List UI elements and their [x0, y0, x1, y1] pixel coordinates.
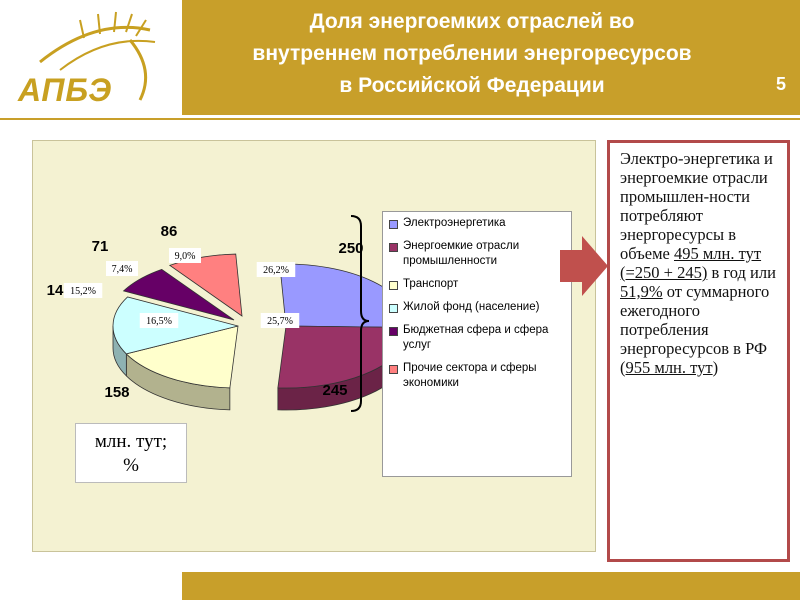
side-text-u2: 51,9%: [620, 282, 663, 301]
side-text-1: Электро-энергетика и энергоемкие отрасли…: [620, 149, 773, 263]
percent-label-bg-budget: [106, 261, 138, 276]
percent-label-bg-electro: [256, 262, 296, 277]
side-text-4: ): [712, 358, 719, 377]
legend-item-electro: Электроэнергетика: [389, 216, 565, 231]
legend-label-transport: Транспорт: [403, 278, 459, 290]
slide-number: 5: [775, 74, 786, 94]
percent-label-transport: 16,5%: [146, 316, 172, 327]
title-line-2: внутреннем потреблении энергоресурсов: [252, 42, 692, 65]
title-line-3: в Российской Федерации: [339, 74, 605, 97]
legend-item-other: Прочие сектора и сферы экономики: [389, 361, 565, 391]
logo-rays-icon: [39, 11, 156, 101]
legend-label-industry: Энергоемкие отрасли промышленности: [403, 240, 520, 267]
legend-label-budget: Бюджетная сфера и сфера услуг: [403, 324, 549, 351]
percent-label-bg-housing: [63, 283, 103, 298]
bracket-left-icon: [350, 215, 370, 412]
legend-label-housing: Жилой фонд (население): [403, 301, 540, 313]
legend-item-budget: Бюджетная сфера и сфера услуг: [389, 323, 565, 353]
percent-label-bg-industry: [260, 313, 300, 328]
value-label-electro: 250: [338, 240, 363, 257]
legend-swatch-industry: [389, 243, 398, 252]
side-text-u3: 955 млн. тут: [625, 358, 713, 377]
pie-slice-other: [168, 253, 243, 317]
legend-item-housing: Жилой фонд (население): [389, 300, 565, 315]
percent-label-bg-transport: [139, 313, 179, 328]
logo-text: АПБЭ: [18, 72, 113, 108]
legend-swatch-electro: [389, 220, 398, 229]
legend-swatch-budget: [389, 327, 398, 336]
units-line-2: %: [123, 455, 139, 476]
percent-label-industry: 25,7%: [267, 316, 293, 327]
percent-label-bg-other: [169, 248, 201, 263]
page-title: Доля энергоемких отраслей во внутреннем …: [182, 6, 762, 102]
legend-item-industry: Энергоемкие отрасли промышленности: [389, 239, 565, 269]
percent-label-other: 9,0%: [175, 251, 196, 262]
percent-label-electro: 26,2%: [263, 265, 289, 276]
pie-slice-budget: [122, 268, 235, 321]
value-label-transport: 158: [104, 384, 129, 401]
side-text-3: от суммарного ежегодного потребления эне…: [620, 282, 770, 377]
logo-area: АПБЭ: [0, 0, 182, 115]
title-line-1: Доля энергоемких отраслей во: [309, 10, 635, 33]
value-label-housing: 14: [47, 282, 64, 299]
legend-label-other: Прочие сектора и сферы экономики: [403, 362, 537, 389]
footer-bar: [182, 572, 800, 600]
units-box: млн. тут; %: [75, 423, 187, 483]
percent-label-budget: 7,4%: [112, 264, 133, 275]
side-text-u1: 495 млн. тут (=250 + 245): [620, 244, 762, 282]
percent-label-housing: 15,2%: [70, 286, 96, 297]
legend-swatch-transport: [389, 281, 398, 290]
value-label-other: 86: [161, 223, 178, 240]
header-bar: Доля энергоемких отраслей во внутреннем …: [182, 0, 800, 115]
units-line-1: млн. тут;: [94, 431, 168, 452]
chart-legend: Электроэнергетика Энергоемкие отрасли пр…: [382, 211, 572, 477]
legend-swatch-housing: [389, 304, 398, 313]
legend-swatch-other: [389, 365, 398, 374]
pie-slice-transport: [125, 325, 239, 389]
value-label-budget: 71: [92, 238, 109, 255]
side-text-panel: Электро-энергетика и энергоемкие отрасли…: [607, 140, 790, 562]
value-label-industry: 245: [322, 382, 347, 399]
arrow-right-icon: [560, 236, 608, 296]
header-rule: [0, 118, 800, 120]
chart-panel: 26,2% 25,7% 16,5% 15,2% 7,4% 9,0% 250 245 158 14 7…: [32, 140, 596, 552]
side-text-2: в год или: [707, 263, 776, 282]
legend-item-transport: Транспорт: [389, 277, 565, 292]
legend-label-electro: Электроэнергетика: [403, 217, 506, 229]
